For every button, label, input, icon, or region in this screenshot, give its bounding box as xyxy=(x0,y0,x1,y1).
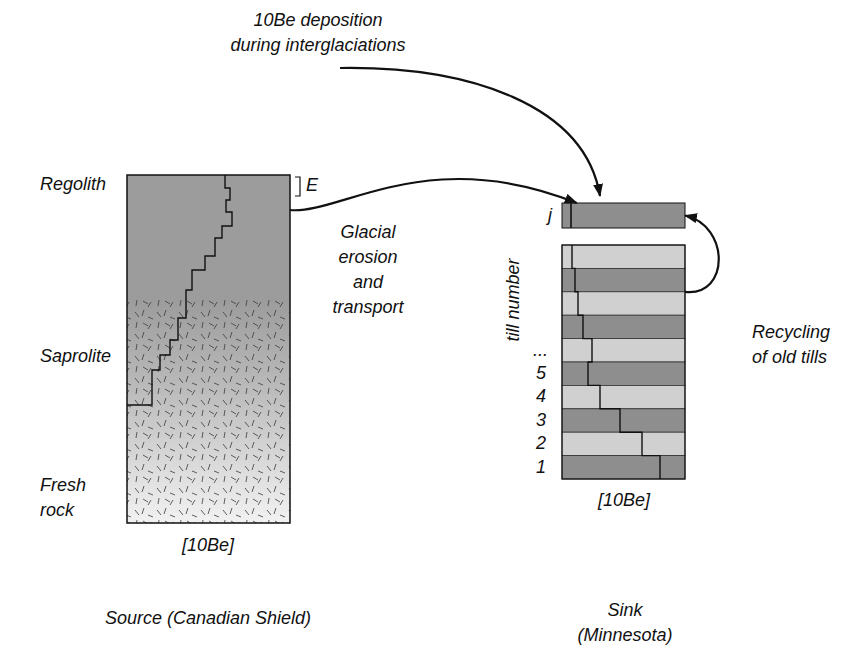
till-band: 3 xyxy=(562,409,685,432)
source-profile xyxy=(127,175,232,405)
saprolite-layer: Saprolite xyxy=(127,300,290,430)
layer-label: Regolith xyxy=(40,172,106,197)
axis-label: [10Be] xyxy=(574,488,674,513)
till-profile xyxy=(572,245,660,479)
till-number: 4 xyxy=(536,385,546,408)
till-index: j xyxy=(548,203,552,228)
erosion-depth-bracket xyxy=(295,177,300,196)
till-number: 1 xyxy=(536,456,546,479)
till-band: 5 xyxy=(562,362,685,385)
erosion-depth-label: E xyxy=(306,173,318,198)
transport-arrow xyxy=(685,216,719,293)
fresh-rock-layer: Fresh rock xyxy=(127,430,290,523)
new-till-concentration xyxy=(570,203,572,228)
layer-label: Saprolite xyxy=(40,344,111,369)
transport-arrow xyxy=(290,179,577,210)
till-number: 3 xyxy=(536,409,546,432)
process-label: 10Be deposition during interglaciations xyxy=(228,8,408,58)
till-stack: till number...54321 xyxy=(562,245,685,479)
layer-label: Fresh rock xyxy=(40,473,94,523)
till-band: 4 xyxy=(562,385,685,408)
saprolite-texture xyxy=(127,300,290,523)
till-number: 5 xyxy=(536,362,546,385)
till-number: ... xyxy=(533,339,548,362)
region-caption: Source (Canadian Shield) xyxy=(88,606,328,631)
regolith-layer: Regolith xyxy=(127,175,290,300)
source-outline xyxy=(127,175,290,523)
till-stack-outline xyxy=(562,245,685,479)
till-band: 2 xyxy=(562,432,685,455)
edge-label: Recycling of old tills xyxy=(752,320,840,370)
till-band: ... xyxy=(562,339,685,362)
source-column xyxy=(127,175,290,523)
axis-label: till number xyxy=(501,258,526,341)
edge-label: Glacial erosion and transport xyxy=(330,220,406,320)
axis-label: [10Be] xyxy=(158,533,258,558)
region-caption: Sink (Minnesota) xyxy=(577,598,673,648)
new-till-band xyxy=(562,203,685,228)
till-number: 2 xyxy=(536,432,546,455)
till-band: 1 xyxy=(562,456,685,479)
till-stack xyxy=(562,245,685,479)
deposition-arrow xyxy=(340,68,600,196)
new-till-band: j xyxy=(562,203,685,228)
